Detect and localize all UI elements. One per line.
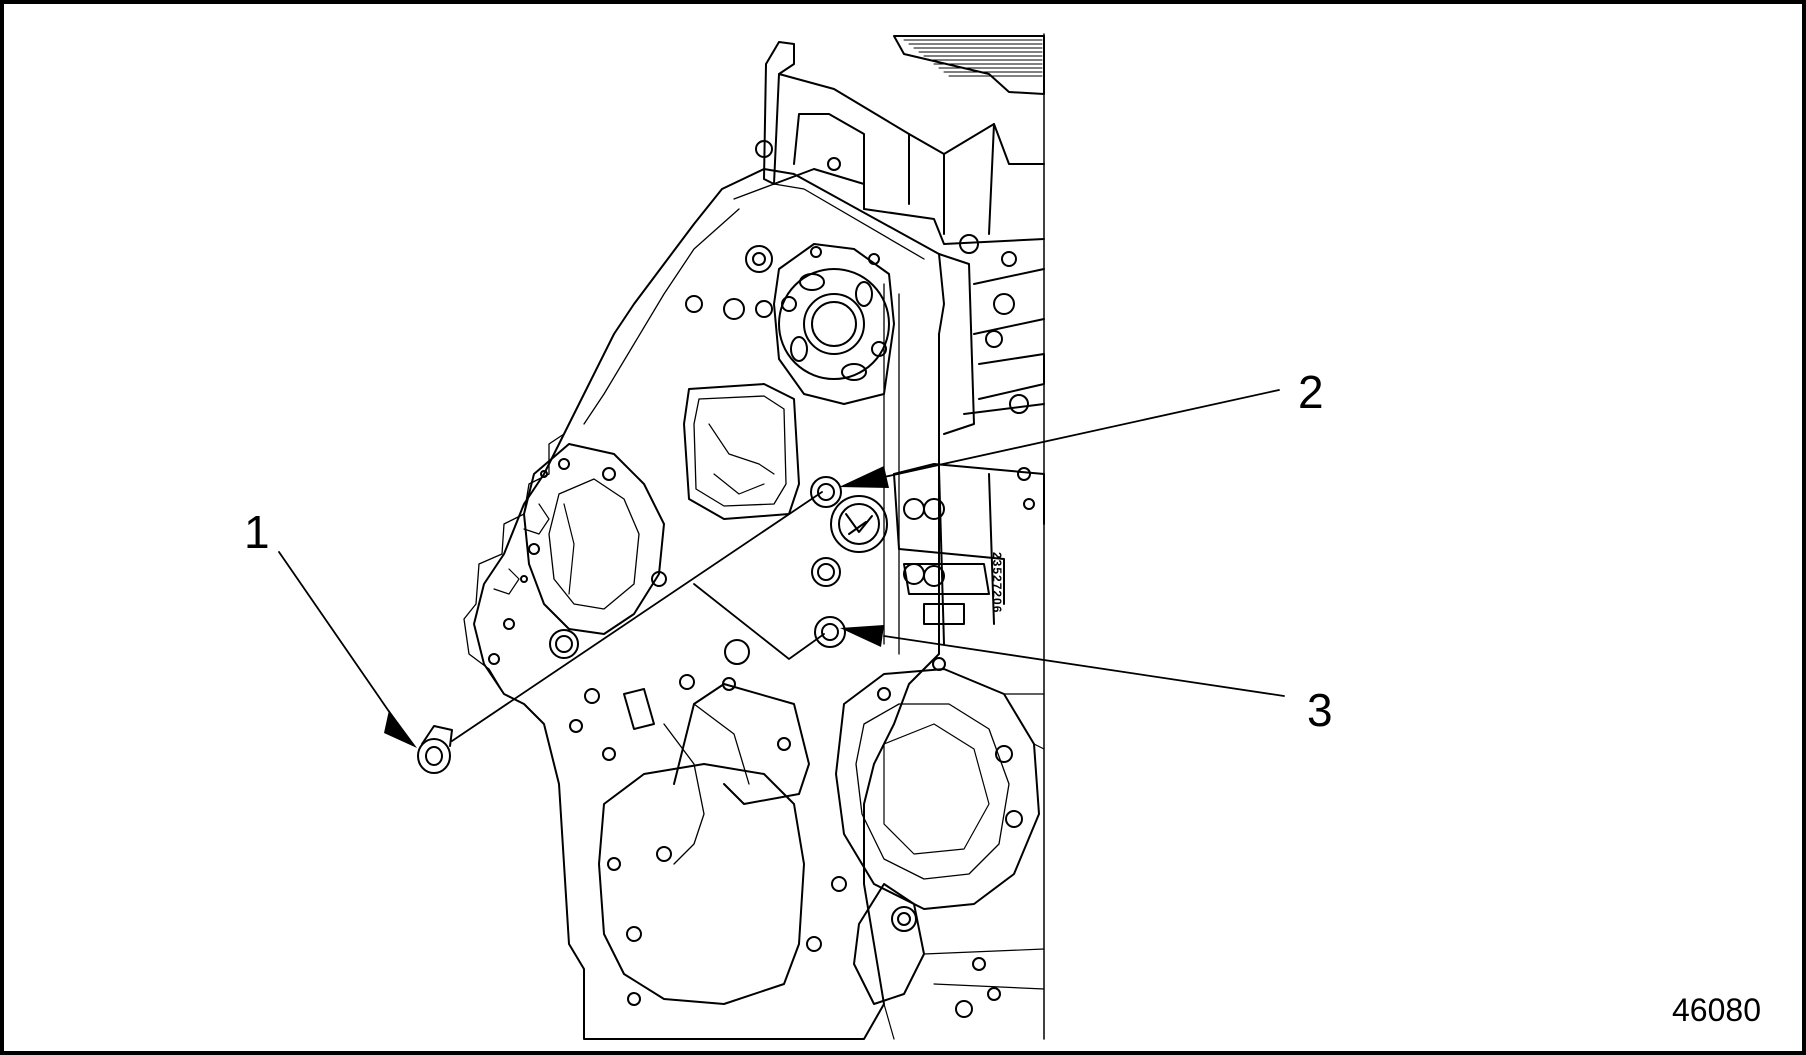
bottom-right-detail (853, 883, 1045, 1040)
arrowhead-3 (840, 625, 884, 647)
arrowhead-2 (839, 466, 889, 488)
engine-front-cover-drawing (278, 33, 1285, 1040)
hole-lower-1 (724, 639, 750, 665)
target-hole-2 (810, 476, 842, 508)
serial-marking: 23527206 (990, 552, 1004, 614)
arrowhead-1 (384, 710, 417, 748)
leader-line-3 (883, 635, 1285, 697)
rocker-cover (755, 35, 1045, 267)
assembly-line-3 (693, 583, 825, 660)
lower-opening (598, 677, 847, 1006)
top-pump-plate (773, 243, 895, 405)
spacer-part (417, 725, 453, 774)
left-bore (523, 443, 667, 659)
target-hole-3 (814, 616, 846, 648)
callout-2-label: 2 (1298, 366, 1324, 418)
figure-number: 46080 (1672, 992, 1761, 1028)
engine-block-side (893, 253, 1045, 645)
hole-mid (811, 557, 841, 587)
callout-1-label: 1 (244, 506, 270, 558)
plug-top (745, 245, 773, 273)
boss-lower (623, 688, 655, 730)
seal-plug (830, 495, 888, 553)
leader-line-1 (278, 551, 400, 727)
leader-line-2 (883, 389, 1280, 478)
assembly-line-2 (451, 491, 823, 742)
middle-window (683, 383, 800, 520)
callout-3-label: 3 (1307, 684, 1333, 736)
hole-top-left (723, 298, 745, 320)
lower-pump-housing (835, 657, 1045, 910)
